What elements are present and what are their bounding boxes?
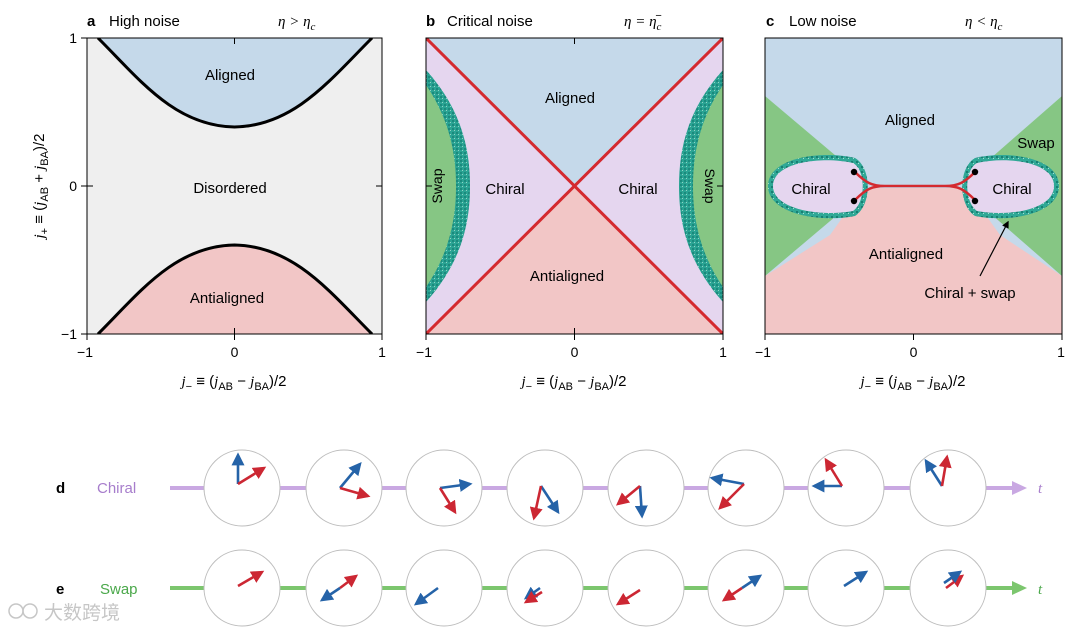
panel-c-condition: η < ηc <box>965 14 1003 33</box>
row-e-label: Swap <box>100 581 138 598</box>
panel-b-letter: b <box>426 13 435 30</box>
panel-a: a High noise η > ηc Aligned Disordered A… <box>31 13 386 393</box>
panel-a-ticks <box>81 37 383 340</box>
panel-a-condition: η > ηc <box>278 14 316 33</box>
panel-b-chiral-right-label: Chiral <box>618 181 657 198</box>
chiral-snapshot-4 <box>506 449 584 527</box>
row-d-letter: d <box>56 480 65 497</box>
panel-b-condition: η = ηc− <box>624 10 662 33</box>
panel-c-title: Low noise <box>789 13 857 30</box>
panel-c: c Low noise η < ηc Aligned Swap Chiral C… <box>755 13 1065 393</box>
panel-c-chiral-swap-label: Chiral + swap <box>924 285 1015 302</box>
panel-b-ticks <box>425 38 724 340</box>
aligned-boundary <box>96 38 374 129</box>
watermark-text: 大数跨境 <box>44 602 120 624</box>
chiral-right-region <box>967 160 1054 214</box>
panel-b-antialigned-label: Antialigned <box>530 268 604 285</box>
row-e-swap: e Swap t <box>56 549 1043 627</box>
swap-snapshot-1 <box>203 549 281 627</box>
panel-b-swap-right-label: Swap <box>702 168 718 203</box>
swap-left-region <box>426 85 456 287</box>
panel-c-chiral-left-label: Chiral <box>791 181 830 198</box>
critical-point <box>971 197 979 205</box>
row-e-time-label: t <box>1038 582 1043 598</box>
aligned-region <box>98 38 372 127</box>
panel-a-xtick-left: −1 <box>77 344 93 360</box>
panel-a-xtick-right: 1 <box>378 344 386 360</box>
panel-a-xtick-mid: 0 <box>231 344 239 360</box>
chiral-snapshot-2 <box>305 449 383 527</box>
panel-a-title: High noise <box>109 13 180 30</box>
panel-c-xtick-right: 1 <box>1057 344 1065 360</box>
critical-point <box>971 168 979 176</box>
swap-snapshot-5 <box>607 549 685 627</box>
chiral-snapshot-7 <box>807 449 885 527</box>
antialigned-region <box>98 245 372 334</box>
panel-a-ytick-top: 1 <box>69 30 77 46</box>
swap-snapshot-6 <box>707 549 785 627</box>
swap-snapshot-3 <box>405 549 483 627</box>
swap-snapshot-4 <box>506 549 584 627</box>
chiral-left-region <box>773 160 863 214</box>
swap-snapshot-7 <box>807 549 885 627</box>
row-d-label: Chiral <box>97 480 136 497</box>
panel-a-ytick-mid: 0 <box>69 178 77 194</box>
chiral-snapshot-8 <box>909 449 987 527</box>
panel-b: b Critical noise η = ηc− Aligned Chiral … <box>416 10 727 393</box>
chiral-swap-pointer-arrow <box>979 220 1009 277</box>
panel-b-x-axis-label: j− ≡ (jAB − jBA)/2 <box>519 373 626 393</box>
antialigned-region <box>765 188 1062 334</box>
aligned-region <box>426 38 723 186</box>
critical-curve <box>854 171 976 201</box>
antialigned-boundary <box>96 243 374 334</box>
panel-c-aligned-label: Aligned <box>885 112 935 129</box>
panel-c-ticks <box>764 334 1063 340</box>
swap-time-arrowhead <box>1012 581 1027 595</box>
panel-b-xtick-right: 1 <box>719 344 727 360</box>
chiral-snapshot-6 <box>707 449 785 527</box>
chiral-snapshot-1 <box>203 449 281 527</box>
panel-c-letter: c <box>766 13 774 30</box>
swap-right-region <box>693 85 723 287</box>
chiral-snapshot-5 <box>607 449 685 527</box>
watermark: 大数跨境 <box>8 602 120 624</box>
panel-b-xtick-mid: 0 <box>571 344 579 360</box>
panel-b-swap-left-label: Swap <box>429 168 445 203</box>
row-e-letter: e <box>56 581 64 598</box>
critical-line-2 <box>426 38 723 334</box>
panel-a-letter: a <box>87 13 96 30</box>
panel-b-chiral-left-label: Chiral <box>485 181 524 198</box>
panel-c-xtick-mid: 0 <box>910 344 918 360</box>
row-d-time-label: t <box>1038 481 1043 497</box>
critical-point <box>850 168 858 176</box>
panel-a-y-axis-label: j+ ≡ (jAB + jBA)/2 <box>31 133 51 240</box>
row-d-chiral: d Chiral t <box>56 449 1043 527</box>
chiral-time-arrowhead <box>1012 481 1027 495</box>
panel-c-xtick-left: −1 <box>755 344 771 360</box>
panel-b-xtick-left: −1 <box>416 344 432 360</box>
critical-point <box>850 197 858 205</box>
swap-snapshot-2 <box>305 549 383 627</box>
swap-snapshot-8 <box>909 549 987 627</box>
panel-b-title: Critical noise <box>447 13 533 30</box>
antialigned-region <box>426 186 723 334</box>
panel-c-chiral-right-label: Chiral <box>992 181 1031 198</box>
chiral-snapshot-3 <box>405 449 483 527</box>
panel-c-swap-label: Swap <box>1017 135 1055 152</box>
panel-a-antialigned-label: Antialigned <box>190 290 264 307</box>
panel-a-x-axis-label: j− ≡ (jAB − jBA)/2 <box>179 373 286 393</box>
panel-a-aligned-label: Aligned <box>205 67 255 84</box>
panel-b-aligned-label: Aligned <box>545 90 595 107</box>
panel-c-antialigned-label: Antialigned <box>869 246 943 263</box>
panel-a-ytick-bottom: −1 <box>61 326 77 342</box>
panel-c-x-axis-label: j− ≡ (jAB − jBA)/2 <box>858 373 965 393</box>
panel-a-disordered-label: Disordered <box>193 180 266 197</box>
